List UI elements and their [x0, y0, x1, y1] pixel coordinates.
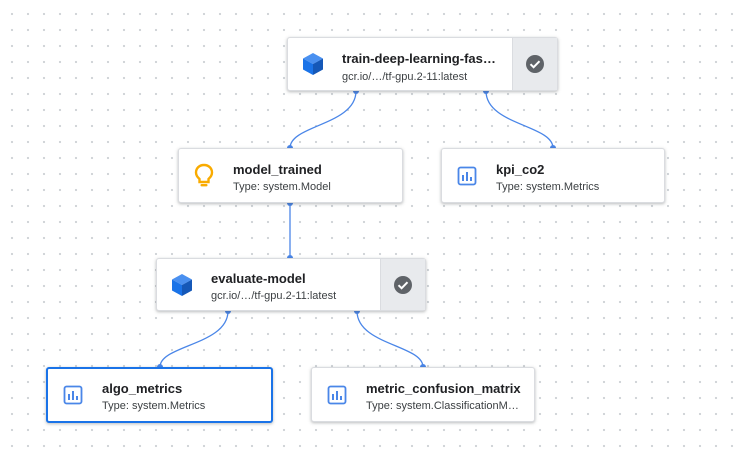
- node-subtitle: Type: system.ClassificationM…: [366, 400, 519, 412]
- cube-icon: [302, 52, 324, 76]
- node-title: model_trained: [233, 162, 322, 177]
- edge-evaluate-to-confusion-matrix: [356, 310, 424, 368]
- node-title: algo_metrics: [102, 381, 183, 396]
- edge-train-to-kpi-co2: [485, 90, 554, 149]
- check-circle-icon: [526, 55, 544, 73]
- cube-icon: [171, 273, 193, 297]
- edge-train-to-model-trained: [289, 90, 357, 149]
- check-circle-icon: [394, 275, 412, 294]
- lightbulb-icon: [193, 163, 215, 188]
- node-train-deep-learning[interactable]: train-deep-learning-fashi… gcr.io/…/tf-g…: [287, 37, 558, 91]
- node-kpi-co2[interactable]: kpi_co2 Type: system.Metrics: [441, 148, 665, 203]
- node-metric-confusion-matrix[interactable]: metric_confusion_matrix Type: system.Cla…: [311, 367, 535, 422]
- bar-chart-icon: [456, 164, 478, 188]
- node-title: metric_confusion_matrix: [366, 381, 521, 396]
- node-evaluate-model[interactable]: evaluate-model gcr.io/…/tf-gpu.2-11:late…: [156, 258, 426, 311]
- node-subtitle: gcr.io/…/tf-gpu.2-11:latest: [342, 71, 468, 83]
- node-title: evaluate-model: [211, 271, 306, 286]
- node-subtitle: gcr.io/…/tf-gpu.2-11:latest: [211, 290, 337, 302]
- node-subtitle: Type: system.Model: [233, 181, 331, 193]
- edge-evaluate-to-algo-metrics: [159, 310, 229, 368]
- bar-chart-icon: [62, 383, 84, 407]
- status-succeeded: [512, 38, 557, 90]
- node-title: train-deep-learning-fashi…: [342, 51, 502, 66]
- node-subtitle: Type: system.Metrics: [496, 181, 600, 193]
- node-title: kpi_co2: [496, 162, 545, 177]
- bar-chart-icon: [326, 383, 348, 407]
- node-model-trained[interactable]: model_trained Type: system.Model: [178, 148, 403, 203]
- node-algo-metrics[interactable]: algo_metrics Type: system.Metrics: [46, 367, 273, 423]
- node-subtitle: Type: system.Metrics: [102, 400, 206, 412]
- status-succeeded: [380, 259, 425, 310]
